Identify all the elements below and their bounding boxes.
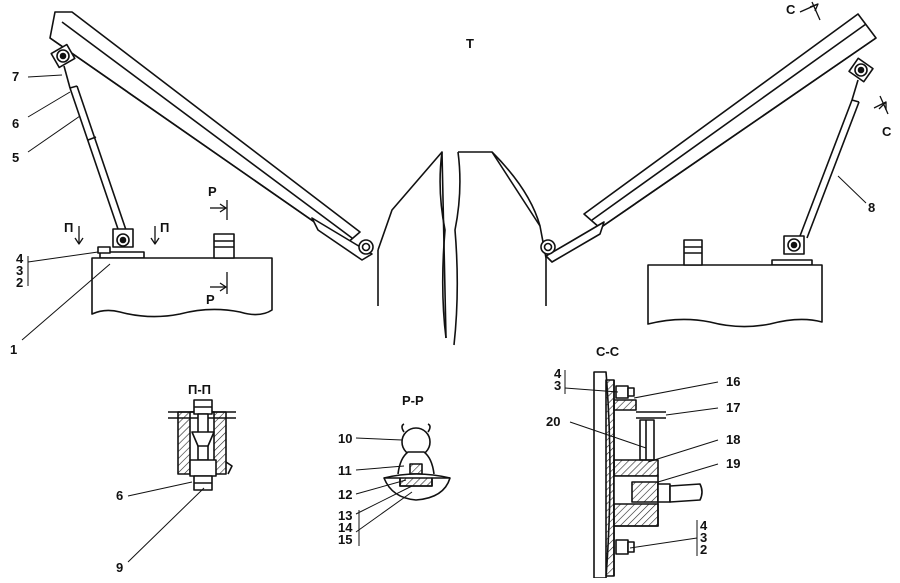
left-strut-top-pivot: [50, 43, 76, 69]
right-strut-bottom-pivot: [771, 235, 813, 266]
callout-7: 7: [12, 69, 19, 84]
right-wing-hinge-bracket: [545, 221, 605, 263]
section-pp-title: П-П: [188, 382, 211, 397]
left-hydraulic-strut: [63, 65, 127, 233]
right-strut-top-pivot: [848, 57, 874, 83]
center-frame: [377, 151, 547, 346]
callout-4: 4: [16, 251, 24, 266]
callout-5: 5: [12, 150, 19, 165]
section-rr-detail: [355, 423, 451, 546]
callout-numbers: 7 6 5 4 3 2 1 8 6 9 10 11 12 13 14 15 4 …: [10, 69, 875, 575]
callout-cc-b3: 3: [700, 530, 707, 545]
left-wing-assembly: [49, 11, 374, 318]
left-base-block: [91, 257, 273, 318]
callout-15: 15: [338, 532, 352, 547]
callout-13: 13: [338, 508, 352, 523]
section-cc-detail: [564, 370, 719, 579]
section-pp-detail: [127, 399, 236, 563]
callout-20: 20: [546, 414, 560, 429]
callout-11: 11: [338, 463, 352, 478]
right-base-block: [647, 264, 823, 328]
left-wing-hinge-bracket: [311, 217, 373, 261]
callout-pp-9: 9: [116, 560, 123, 575]
left-strut-bottom-pivot: [97, 228, 145, 259]
section-r-marker-label-bottom: P: [206, 292, 215, 307]
callout-19: 19: [726, 456, 740, 471]
callout-12: 12: [338, 487, 352, 502]
section-r-marker-label-top: P: [208, 184, 217, 199]
callout-8: 8: [868, 200, 875, 215]
callout-14: 14: [338, 520, 353, 535]
section-c-marker-label-bottom: C: [882, 124, 892, 139]
main-view-label: T: [466, 36, 474, 51]
section-markers: [74, 1, 889, 294]
callout-cc-3: 3: [554, 378, 561, 393]
leader-lines-main: [21, 74, 867, 341]
callout-2: 2: [16, 275, 23, 290]
callout-1: 1: [10, 342, 17, 357]
section-p-marker-label-left: П: [64, 220, 73, 235]
section-p-marker-label-right: П: [160, 220, 169, 235]
callout-3: 3: [16, 263, 23, 278]
section-cc-title: С-С: [596, 344, 620, 359]
callout-cc-b4: 4: [700, 518, 708, 533]
callout-6: 6: [12, 116, 19, 131]
callout-17: 17: [726, 400, 740, 415]
callout-10: 10: [338, 431, 352, 446]
callout-18: 18: [726, 432, 740, 447]
section-c-marker-label-top: C: [786, 2, 796, 17]
callout-cc-4: 4: [554, 366, 562, 381]
callout-16: 16: [726, 374, 740, 389]
right-hydraulic-strut: [799, 79, 860, 239]
left-base-post: [213, 233, 235, 259]
callout-cc-b2: 2: [700, 542, 707, 557]
callout-pp-6: 6: [116, 488, 123, 503]
right-wing-assembly: [540, 13, 877, 328]
section-rr-title: Р-Р: [402, 393, 424, 408]
